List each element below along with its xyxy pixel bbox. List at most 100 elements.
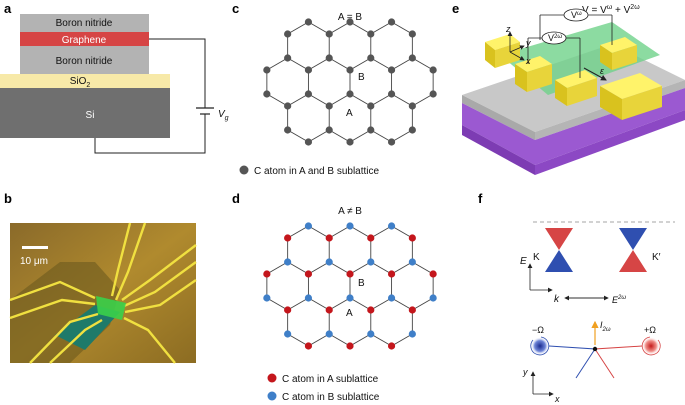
lattice-bond (370, 333, 392, 347)
carbon-atom (408, 258, 416, 266)
panel-c: c A = B B A C atom in A and B sublattice (232, 1, 437, 177)
lattice-bond (370, 297, 392, 311)
graphene-channel (96, 296, 126, 320)
bn-bottom-label: Boron nitride (56, 56, 113, 67)
carbon-atom (429, 90, 437, 98)
carbon-atom (304, 222, 313, 230)
carbon-atom (387, 18, 396, 26)
carbon-atom (367, 54, 375, 62)
carbon-atom (346, 270, 354, 278)
meter-2omega-label: V2ω (548, 33, 562, 43)
carbon-atom (346, 90, 354, 98)
carbon-atom (346, 18, 354, 26)
carbon-atom (325, 54, 333, 62)
lattice-bond (308, 21, 330, 35)
lattice-bond (308, 333, 330, 347)
carbon-atom (263, 66, 271, 74)
purple-side-left (462, 125, 535, 175)
carbon-atom (367, 330, 375, 338)
lattice-bond (266, 297, 288, 311)
carbon-atom (367, 126, 375, 134)
lattice-bond (308, 129, 330, 143)
lattice-bond (266, 261, 288, 275)
carbon-atom (304, 18, 313, 26)
carbon-atom (284, 30, 292, 38)
carbon-atom (408, 126, 416, 134)
lattice-bond (349, 129, 372, 143)
lattice-bond (349, 261, 372, 275)
lattice-bond (391, 21, 413, 35)
axis-x-label: x (525, 56, 531, 66)
lattice-bond (412, 57, 434, 71)
carbon-atom (284, 126, 292, 134)
lattice-bond (287, 57, 309, 71)
carbon-atom (325, 30, 333, 38)
voltmeter-2omega: V2ω (527, 31, 581, 78)
lattice-bond (349, 21, 372, 35)
lattice-bond (370, 261, 392, 275)
carbon-atom (408, 102, 416, 110)
panel-f: f K K′ E k E2ω −Ω +Ω I2ω y x (478, 191, 675, 404)
current-label: I2ω (600, 320, 611, 333)
lattice-bond (391, 225, 413, 239)
plus-omega-label: +Ω (644, 325, 656, 335)
lattice-bond (370, 93, 392, 107)
carbon-atom (429, 294, 437, 302)
lattice-bond (391, 297, 413, 311)
legend-d-b-label: C atom in B sublattice (282, 392, 380, 403)
panel-letter-e: e (452, 1, 459, 16)
carbon-atom (263, 294, 271, 302)
carbon-atom (408, 54, 416, 62)
carbon-atom (387, 90, 396, 98)
axis-y-label-f: y (522, 367, 528, 377)
carbon-atom (387, 138, 396, 146)
carbon-atom (408, 330, 416, 338)
carbon-atom (346, 222, 354, 230)
lattice-c-site-a: A (346, 108, 353, 119)
origin-point (592, 346, 598, 352)
carbon-atom (284, 306, 292, 314)
axis-y-label: y (525, 38, 531, 48)
legend-d-b-dot (267, 391, 277, 401)
lattice-bond (328, 57, 351, 71)
carbon-atom (325, 258, 333, 266)
legend-c-dot (239, 165, 249, 175)
carbon-atom (387, 222, 396, 230)
lattice-bond (412, 297, 434, 311)
gold-contacts (485, 34, 662, 120)
minus-omega-label: −Ω (532, 325, 544, 335)
carbon-atom (304, 90, 313, 98)
lattice-d-site-b: B (358, 278, 365, 289)
lattice-bond (349, 57, 372, 71)
valley-kp-label: K′ (652, 252, 661, 263)
scale-bar (22, 246, 48, 249)
carbon-atom (367, 102, 375, 110)
vg-label: Vg (218, 109, 229, 122)
lattice-bond (328, 225, 351, 239)
lattice-bond (370, 129, 392, 143)
graphene-label: Graphene (62, 35, 107, 46)
lattice-bond (328, 21, 351, 35)
carbon-atom (325, 126, 333, 134)
carbon-atom (325, 330, 333, 338)
lattice-bond (266, 57, 288, 71)
cone-k-lower (545, 250, 573, 272)
plus-omega-spot (642, 337, 660, 355)
lattice-bond (308, 93, 330, 107)
panel-letter-d: d (232, 191, 240, 206)
si-label: Si (86, 110, 95, 121)
lattice-bond (328, 261, 351, 275)
lattice-c-title: A = B (338, 12, 363, 23)
panel-letter-c: c (232, 1, 239, 16)
field-label: ε (600, 66, 605, 76)
gray-slab-left (462, 95, 535, 140)
carbon-atom (408, 30, 416, 38)
carbon-atom (304, 294, 313, 302)
lattice-bond (328, 93, 351, 107)
lattice-bond (287, 261, 309, 275)
carbon-atom (387, 66, 396, 74)
carbon-atom (346, 294, 354, 302)
legend-d-a-label: C atom in A sublattice (282, 374, 379, 385)
lattice-c-site-b: B (358, 72, 365, 83)
bn-top-label: Boron nitride (56, 18, 113, 29)
